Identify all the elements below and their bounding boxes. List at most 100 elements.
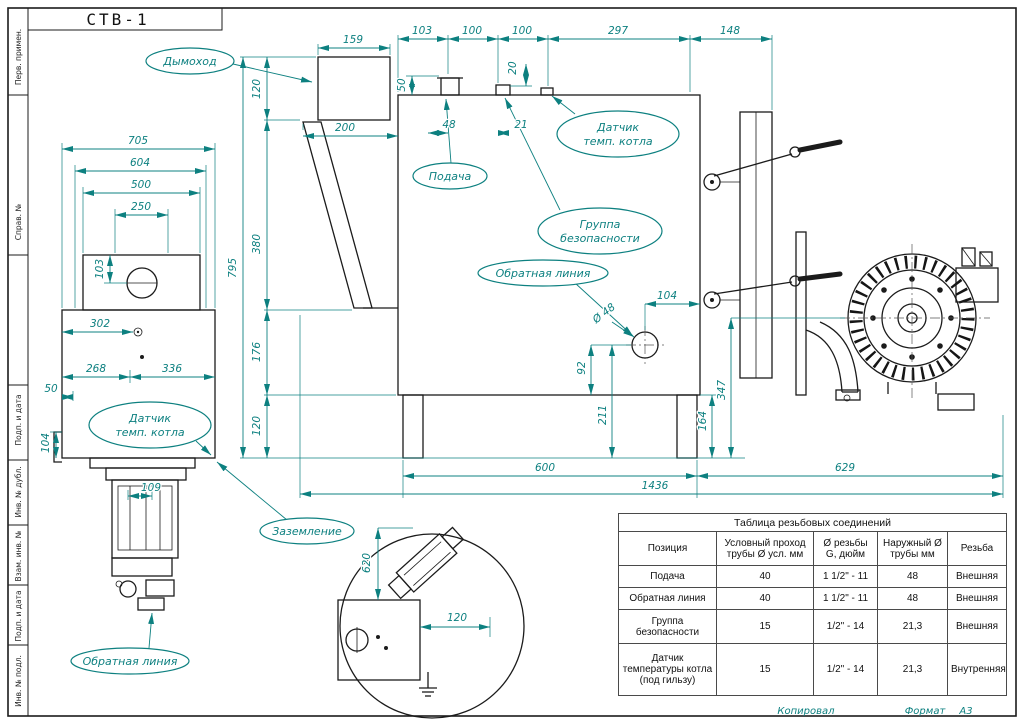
table-cell: Внешняя bbox=[946, 609, 1008, 644]
dim-label: 500 bbox=[131, 179, 151, 191]
dim-label: 297 bbox=[608, 25, 628, 37]
table-cell: 1 1/2" - 11 bbox=[813, 587, 878, 610]
stamp-label: Инв. № дубл. bbox=[14, 466, 23, 517]
footer-format-value: А3 bbox=[958, 706, 972, 717]
callout-return-line-front-label: Обратная линия bbox=[83, 655, 178, 668]
dim-label: 347 bbox=[716, 380, 728, 400]
table-cell: Внешняя bbox=[946, 565, 1008, 588]
dim-label: 336 bbox=[162, 363, 182, 375]
dim-label: 120 bbox=[447, 612, 467, 624]
callout-boiler-temp-sensor-front bbox=[88, 401, 212, 449]
dim-label: 302 bbox=[90, 318, 110, 330]
dim-label: 50 bbox=[396, 78, 408, 92]
table-header: Резьба bbox=[946, 531, 1008, 566]
stamp-label: Инв. № подл. bbox=[14, 655, 23, 707]
thread-connections-table: Таблица резьбовых соединений Позиция Усл… bbox=[617, 513, 1008, 696]
stamp-label: Подп. и дата bbox=[14, 590, 23, 641]
callouts: Дымоход Подача Датчик темп. котла Группа… bbox=[70, 47, 680, 675]
dim-label: 380 bbox=[251, 234, 263, 254]
table-cell: 40 bbox=[716, 565, 814, 588]
callout-grounding bbox=[259, 517, 355, 545]
dim-label: 104 bbox=[657, 290, 677, 302]
table-cell: 1/2" - 14 bbox=[813, 609, 878, 644]
dim-label: 1436 bbox=[642, 480, 669, 492]
callout-boiler-temp-sensor-front-label: Датчик bbox=[128, 412, 171, 425]
table-row: Датчик температуры котла (под гильзу) 15… bbox=[618, 643, 1008, 696]
dim-label: 795 bbox=[227, 258, 239, 278]
dim-label: 120 bbox=[251, 416, 263, 436]
dim-label: 109 bbox=[141, 482, 161, 494]
detail-view-geometry bbox=[337, 526, 525, 719]
sheet-frame bbox=[7, 7, 1017, 717]
table-cell: 21,3 bbox=[877, 609, 948, 644]
dim-label: 103 bbox=[94, 259, 106, 279]
callout-safety-group-label: Группа bbox=[580, 218, 621, 231]
dim-label: 50 bbox=[44, 383, 58, 395]
dim-label: 164 bbox=[697, 411, 709, 431]
dim-label: 600 bbox=[535, 462, 555, 474]
dim-label: 48 bbox=[442, 119, 456, 131]
table-header: Условный проход трубы Ø усл. мм bbox=[716, 531, 814, 566]
front-view-geometry bbox=[53, 254, 216, 611]
side-view-geometry bbox=[302, 56, 999, 459]
dim-label: 148 bbox=[720, 25, 740, 37]
table-cell: 15 bbox=[716, 643, 814, 696]
dim-label: 176 bbox=[251, 342, 263, 362]
table-cell: Внешняя bbox=[946, 587, 1008, 610]
table-cell: 40 bbox=[716, 587, 814, 610]
table-header: Ø резьбы G, дюйм bbox=[813, 531, 878, 566]
table-row: Подача 40 1 1/2" - 11 48 Внешняя bbox=[618, 565, 1008, 588]
table-cell: Датчик температуры котла (под гильзу) bbox=[618, 643, 717, 696]
dim-label: 104 bbox=[40, 433, 52, 453]
table-cell: Группа безопасности bbox=[618, 609, 717, 644]
table-cell: Обратная линия bbox=[618, 587, 717, 610]
dim-label: 20 bbox=[507, 61, 519, 75]
stamp-label: Взам. инв. № bbox=[14, 530, 23, 581]
dim-label: 120 bbox=[251, 79, 263, 99]
table-cell: 48 bbox=[877, 587, 948, 610]
dim-label: 620 bbox=[361, 553, 373, 573]
table-row: Обратная линия 40 1 1/2" - 11 48 Внешняя bbox=[618, 587, 1008, 610]
table-cell: 48 bbox=[877, 565, 948, 588]
callout-return-line bbox=[477, 259, 609, 287]
table-header: Наружный Ø трубы мм bbox=[877, 531, 948, 566]
table-header: Позиция bbox=[618, 531, 717, 566]
callout-boiler-temp-sensor-front-label: темп. котла bbox=[115, 426, 184, 439]
footer-format-label: Формат bbox=[905, 706, 947, 717]
frame-stamp-labels: Перв. примен. Справ. № Подп. и дата Инв.… bbox=[14, 29, 23, 707]
dimension-lines bbox=[53, 36, 1003, 630]
callout-boiler-temp-sensor bbox=[556, 110, 680, 158]
table-cell: 1 1/2" - 11 bbox=[813, 565, 878, 588]
dim-label: 21 bbox=[514, 119, 527, 131]
table-cell: 21,3 bbox=[877, 643, 948, 696]
callout-safety-group bbox=[537, 207, 663, 255]
extension-lines bbox=[50, 35, 1004, 637]
stamp-label: Подп. и дата bbox=[14, 394, 23, 445]
table-cell: Подача bbox=[618, 565, 717, 588]
dim-label: 92 bbox=[576, 361, 588, 375]
table-row: Группа безопасности 15 1/2" - 14 21,3 Вн… bbox=[618, 609, 1008, 644]
dim-label: 604 bbox=[130, 157, 150, 169]
table-cell: 1/2" - 14 bbox=[813, 643, 878, 696]
callout-boiler-temp-sensor-label: Датчик bbox=[596, 121, 639, 134]
dim-label: 250 bbox=[131, 201, 151, 213]
dim-label: 200 bbox=[335, 122, 355, 134]
dimension-labels: 705 604 500 250 103 302 268 336 50 104 1… bbox=[39, 24, 857, 626]
callout-chimney bbox=[145, 47, 235, 75]
drawing-title: СТВ-1 bbox=[86, 10, 149, 29]
table-cell: Внутренняя bbox=[946, 643, 1008, 696]
stamp-label: Справ. № bbox=[14, 204, 23, 241]
dim-label: 103 bbox=[412, 25, 432, 37]
leader-lines bbox=[148, 63, 635, 649]
footer-copied: Копировал bbox=[777, 706, 835, 717]
dim-label: 159 bbox=[343, 34, 363, 46]
callout-safety-group-label: безопасности bbox=[560, 232, 640, 245]
callout-return-line-label: Обратная линия bbox=[496, 267, 591, 280]
callout-return-line-front bbox=[70, 647, 190, 675]
stamp-label: Перв. примен. bbox=[14, 29, 23, 85]
dim-label: 705 bbox=[128, 135, 148, 147]
table-title: Таблица резьбовых соединений bbox=[617, 513, 1008, 532]
callout-supply-label: Подача bbox=[429, 170, 472, 183]
table-cell: 15 bbox=[716, 609, 814, 644]
